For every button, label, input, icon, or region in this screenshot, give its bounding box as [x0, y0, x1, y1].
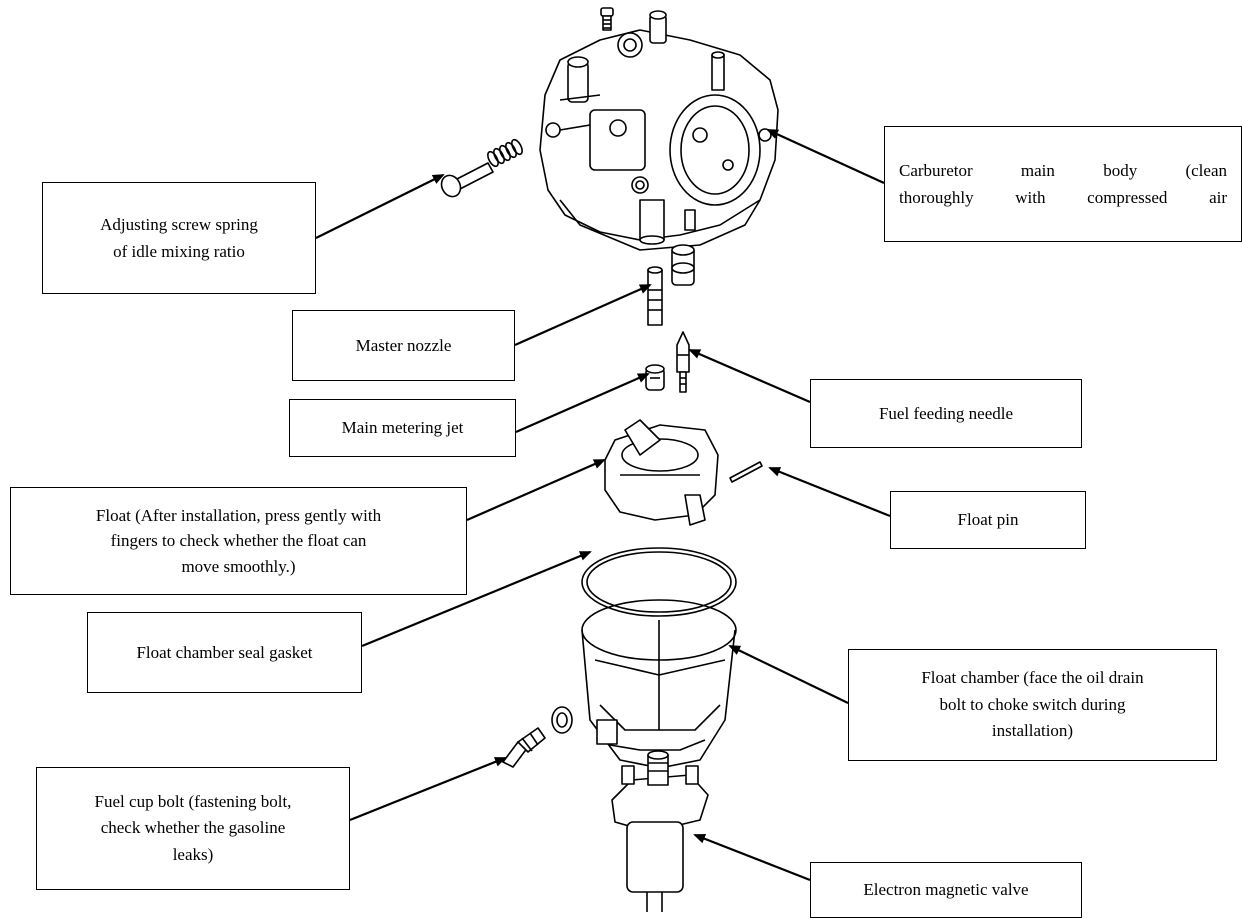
callout-master-nozzle: Master nozzle [292, 310, 515, 381]
callout-line: move smoothly.) [181, 556, 296, 576]
arrow-idle-screw-spring [315, 174, 445, 239]
callout-float-chamber: Float chamber (face the oil drain bolt t… [848, 649, 1217, 761]
callout-float-pin: Float pin [890, 491, 1086, 549]
carburetor-body-part [539, 10, 779, 251]
float-chamber-gasket-part [581, 547, 737, 617]
callout-line: check whether the gasoline [100, 818, 286, 838]
callout-line: Master nozzle [355, 335, 452, 355]
callout-line: Electron magnetic valve [863, 880, 1029, 900]
arrow-float-chamber-gasket [361, 550, 592, 648]
callout-line: Float chamber (face the oil drain [921, 668, 1144, 688]
callout-main-metering-jet: Main metering jet [289, 399, 516, 457]
callout-line: bolt to choke switch during [939, 694, 1126, 714]
callout-float: Float (After installation, press gently … [10, 487, 467, 595]
arrow-fuel-feeding-needle [688, 348, 811, 404]
arrow-carburetor-body [766, 128, 885, 185]
float-part [604, 419, 719, 526]
arrow-master-nozzle [514, 283, 652, 347]
arrow-float-chamber [728, 645, 849, 704]
callout-line: Float (After installation, press gently … [95, 505, 382, 525]
top-screw-part [600, 7, 614, 31]
callout-line: Carburetor main body (clean [899, 160, 1227, 180]
callout-fuel-cup-bolt: Fuel cup bolt (fastening bolt, check whe… [36, 767, 350, 890]
callout-magnetic-valve: Electron magnetic valve [810, 862, 1082, 918]
callout-line: Float chamber seal gasket [136, 642, 313, 662]
arrow-float-pin [768, 466, 891, 518]
main-metering-jet-part [645, 364, 665, 391]
callout-line: of idle mixing ratio [113, 242, 245, 261]
callout-line: installation) [991, 721, 1074, 741]
float-pin-part [729, 461, 763, 483]
callout-line: Adjusting screw spring [100, 214, 258, 234]
callout-float-chamber-gasket: Float chamber seal gasket [87, 612, 362, 693]
master-nozzle-part [647, 244, 695, 326]
idle-screw-spring-part [440, 138, 523, 198]
callout-line: leaks) [172, 844, 214, 864]
arrow-float [466, 458, 606, 522]
callout-line: Main metering jet [341, 418, 464, 438]
arrow-fuel-cup-bolt [349, 756, 507, 822]
arrow-magnetic-valve [693, 833, 811, 882]
washer-part [551, 706, 573, 734]
callout-carburetor-body: Carburetor main body (clean thoroughly w… [884, 126, 1242, 242]
magnetic-valve-part [611, 750, 709, 912]
callout-line: Float pin [957, 510, 1019, 530]
fuel-feeding-needle-part [676, 331, 690, 393]
callout-line: thoroughly with compressed air [899, 188, 1227, 207]
callout-line: Fuel feeding needle [878, 403, 1014, 423]
fuel-cup-bolt-part [502, 727, 546, 768]
callout-line: Fuel cup bolt (fastening bolt, [94, 791, 292, 811]
callout-idle-screw-spring: Adjusting screw spring of idle mixing ra… [42, 182, 316, 294]
arrow-main-metering-jet [515, 372, 650, 434]
callout-line: fingers to check whether the float can [110, 531, 367, 551]
float-chamber-part [581, 599, 737, 769]
callout-fuel-feeding-needle: Fuel feeding needle [810, 379, 1082, 448]
